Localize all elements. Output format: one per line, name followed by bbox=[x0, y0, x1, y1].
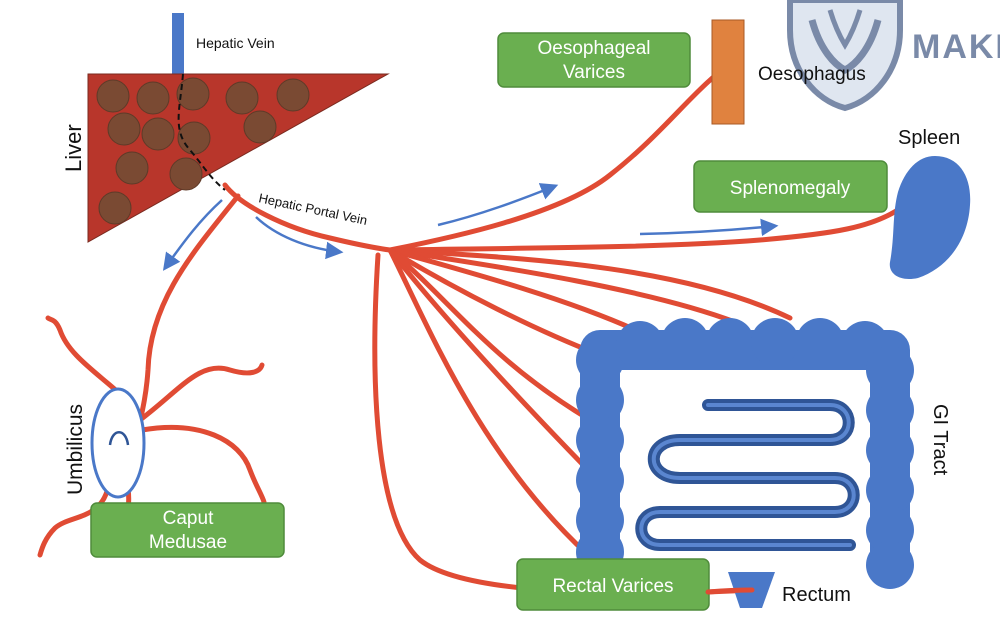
oesophagus-shape bbox=[711, 19, 745, 125]
box-caput-medusae-line1: Caput bbox=[163, 508, 214, 529]
haustra bbox=[866, 426, 914, 474]
box-oesophageal-varices-line1: Oesophageal bbox=[537, 38, 650, 59]
label-liver: Liver bbox=[61, 124, 86, 172]
spleen-shape bbox=[889, 156, 971, 280]
liver-lobule bbox=[107, 112, 141, 146]
box-caput-medusae-line2: Medusae bbox=[149, 532, 227, 553]
haustra bbox=[576, 456, 624, 504]
haustra bbox=[576, 376, 624, 424]
label-umbilicus: Umbilicus bbox=[64, 404, 87, 495]
left-gastric-vein bbox=[387, 57, 741, 253]
caput-vein bbox=[137, 362, 265, 423]
box-splenomegaly-line1: Splenomegaly bbox=[730, 178, 851, 199]
liver-lobule bbox=[96, 79, 130, 113]
label-hepatic-vein: Hepatic Vein bbox=[196, 35, 275, 51]
small-intestine bbox=[635, 399, 860, 551]
label-oesophagus: Oesophagus bbox=[758, 64, 866, 85]
mesenteric-branch bbox=[387, 247, 738, 325]
intrahepatic-portal-vessel bbox=[177, 73, 226, 191]
mesenteric-branch bbox=[387, 247, 593, 423]
mesenteric-branch bbox=[387, 247, 593, 475]
vessels bbox=[37, 57, 908, 596]
haustra bbox=[866, 346, 914, 394]
liver-lobule bbox=[141, 117, 175, 151]
rectal-vein-end bbox=[705, 587, 755, 595]
label-hepatic-portal-vein: Hepatic Portal Vein bbox=[257, 190, 368, 228]
mesenteric-branch bbox=[387, 247, 643, 335]
haustra bbox=[796, 318, 844, 366]
label-gi-tract: GI Tract bbox=[929, 404, 951, 476]
flow-arrows bbox=[162, 183, 779, 271]
haustra bbox=[576, 416, 624, 464]
haustra bbox=[616, 321, 664, 369]
box-caput-medusae: Caput Medusae bbox=[90, 502, 285, 558]
make-logo-text: MAKE bbox=[912, 28, 1000, 66]
box-rectal-varices-bg bbox=[516, 558, 710, 611]
box-splenomegaly: Splenomegaly bbox=[693, 160, 888, 213]
splenic-vein bbox=[387, 202, 908, 253]
haustra bbox=[706, 318, 754, 366]
mesenteric-branch bbox=[387, 247, 603, 358]
hepatic-vein-shape bbox=[172, 13, 184, 79]
box-oesophageal-varices-bg bbox=[497, 32, 691, 88]
umbilicus bbox=[90, 387, 146, 499]
flow-arrow bbox=[255, 216, 344, 260]
hepatic-portal-vein bbox=[222, 182, 393, 253]
liver-lobule bbox=[176, 77, 210, 111]
haustra bbox=[866, 386, 914, 434]
haustra bbox=[661, 318, 709, 366]
flow-arrow bbox=[437, 183, 559, 227]
box-oesophageal-varices: Oesophageal Varices bbox=[497, 32, 691, 88]
liver-shape bbox=[87, 73, 390, 243]
box-rectal-varices-line1: Rectal Varices bbox=[552, 576, 673, 597]
liver bbox=[87, 73, 390, 243]
make-logo-icon bbox=[787, 0, 903, 112]
flow-arrow bbox=[162, 199, 223, 271]
small-intestine-inner bbox=[639, 403, 856, 547]
box-caput-medusae-bg bbox=[90, 502, 285, 558]
liver-lobule bbox=[276, 78, 310, 112]
liver-lobule bbox=[169, 157, 203, 191]
box-rectal-varices: Rectal Varices bbox=[516, 558, 710, 611]
flow-arrow bbox=[639, 218, 779, 237]
box-splenomegaly-bg bbox=[693, 160, 888, 213]
haustra bbox=[751, 318, 799, 366]
liver-lobule bbox=[115, 151, 149, 185]
liver-lobule bbox=[98, 191, 132, 225]
haustra bbox=[866, 466, 914, 514]
label-spleen: Spleen bbox=[898, 127, 960, 149]
umbilicus-mark bbox=[108, 431, 130, 446]
liver-lobule bbox=[225, 81, 259, 115]
liver-lobule bbox=[136, 81, 170, 115]
haustra bbox=[866, 541, 914, 589]
umbilicus-shape bbox=[90, 387, 146, 499]
label-rectum: Rectum bbox=[782, 584, 851, 606]
make-logo: MAKE bbox=[787, 0, 1000, 112]
box-oesophageal-varices-line2: Varices bbox=[563, 62, 625, 83]
caput-vein bbox=[139, 424, 267, 505]
large-intestine bbox=[576, 318, 914, 589]
haustra bbox=[866, 506, 914, 554]
mesenteric-branch bbox=[387, 247, 591, 558]
haustra bbox=[576, 336, 624, 384]
liver-lobule bbox=[243, 110, 277, 144]
paraumbilical-vein bbox=[133, 193, 241, 443]
mesenteric-branch bbox=[387, 247, 793, 321]
